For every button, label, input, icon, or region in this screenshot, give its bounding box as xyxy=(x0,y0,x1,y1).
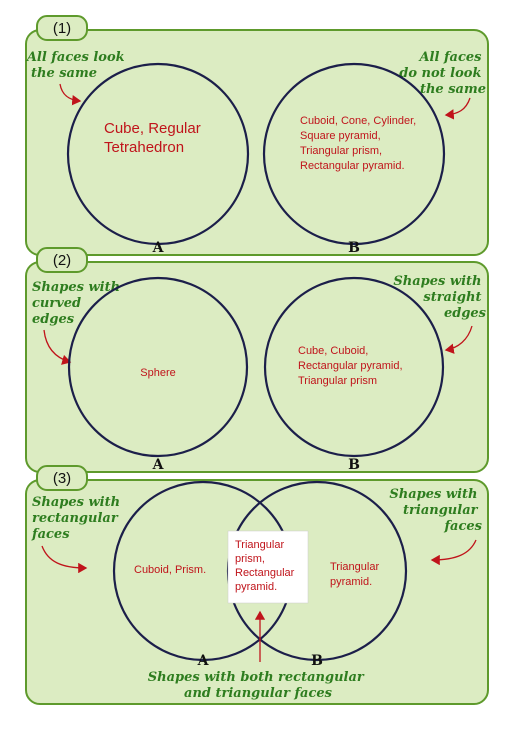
panel-2-right-arrow xyxy=(444,325,473,354)
panel-1-number-tab xyxy=(36,15,88,41)
panel-3-overlap-text: Triangular prism, Rectangular pyramid. xyxy=(235,539,297,593)
panel-3-circle-a-text: Cuboid, Prism. xyxy=(134,564,206,576)
panel-1-right-arrow xyxy=(444,97,471,120)
panel-1-circle-b xyxy=(262,62,446,246)
panel-3-left-label: Shapes with rectangular faces xyxy=(31,495,125,542)
panel-1: (1) All faces look the same All faces do… xyxy=(25,15,489,256)
panel-3-letter-a: A xyxy=(197,653,210,669)
panel-2-left-arrow xyxy=(43,329,72,365)
panel-3-number-tab xyxy=(36,465,88,491)
panel-3: (3) Shapes with rectangular faces Shapes… xyxy=(25,465,489,705)
panel-3-number: (3) xyxy=(53,470,71,487)
panel-2-circle-b-text: Cube, Cuboid, Rectangular pyramid, Trian… xyxy=(298,345,406,387)
panel-1-letter-a: A xyxy=(152,240,165,256)
panel-1-number: (1) xyxy=(53,20,71,37)
panel-3-left-arrow xyxy=(41,545,88,574)
panel-3-right-arrow xyxy=(430,539,477,566)
panel-3-circle-b-text: Triangular pyramid. xyxy=(330,561,382,588)
panel-1-left-label: All faces look the same xyxy=(25,50,129,81)
panel-2-letter-a: A xyxy=(152,457,165,473)
panel-2-number-tab xyxy=(36,247,88,273)
panel-1-left-arrow xyxy=(59,83,82,106)
panel-2-right-label: Shapes with straight edges xyxy=(393,274,486,321)
panel-1-circle-a-text: Cube, Regular Tetrahedron xyxy=(104,120,205,156)
panel-1-circle-a xyxy=(66,62,250,246)
panel-3-bottom-label: Shapes with both rectangular and triangu… xyxy=(148,670,369,701)
panel-2-left-label: Shapes with curved edges xyxy=(32,280,125,327)
panel-2-frame xyxy=(25,261,489,473)
panel-3-overlap-box xyxy=(227,530,309,604)
panel-1-circle-b-text: Cuboid, Cone, Cylinder, Square pyramid, … xyxy=(300,115,419,172)
panel-3-letter-b: B xyxy=(311,653,323,669)
panel-2: (2) Shapes with curved edges Shapes with… xyxy=(25,247,489,473)
panel-1-letter-b: B xyxy=(348,240,360,256)
panel-2-circle-a xyxy=(67,276,249,458)
panel-3-right-label: Shapes with triangular faces xyxy=(389,487,482,534)
panel-2-number: (2) xyxy=(53,252,71,269)
panel-1-frame xyxy=(25,29,489,256)
panel-1-right-label: All faces do not look the same xyxy=(399,50,486,97)
panel-2-circle-b xyxy=(263,276,445,458)
panel-2-circle-a-text: Sphere xyxy=(140,367,175,379)
panel-2-letter-b: B xyxy=(348,457,360,473)
